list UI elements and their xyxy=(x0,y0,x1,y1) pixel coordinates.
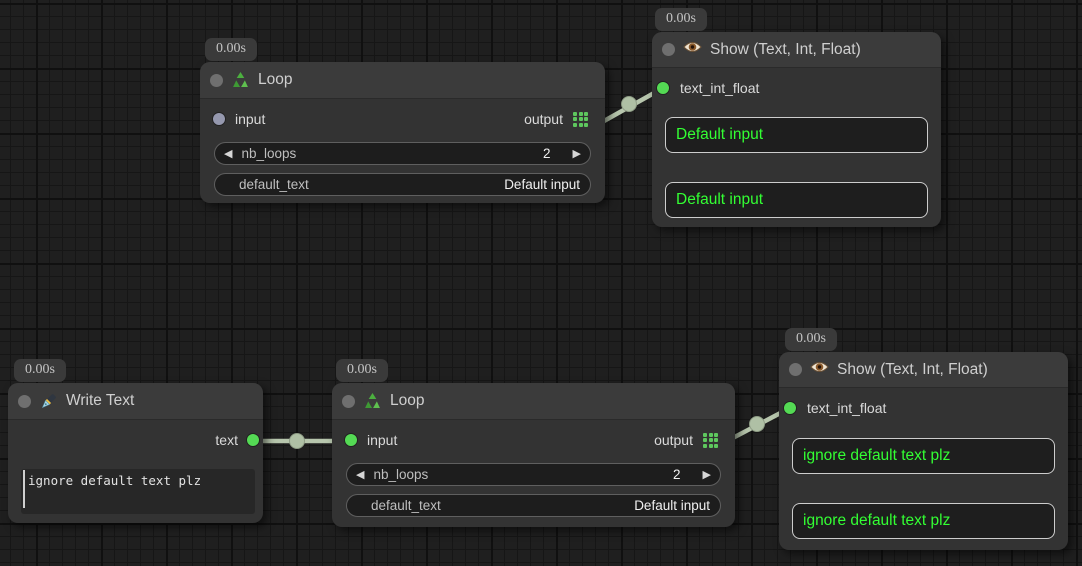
input-slot-dot[interactable] xyxy=(345,434,357,446)
eye-icon xyxy=(683,40,702,59)
output-slot-dot[interactable] xyxy=(247,434,259,446)
widget-value: Default input xyxy=(504,177,580,192)
recycle-icon xyxy=(363,392,382,411)
default-text-widget[interactable]: default_text Default input xyxy=(214,173,591,196)
eye-icon xyxy=(810,360,829,379)
reroute-dot xyxy=(749,416,765,432)
exec-time-badge: 0.00s xyxy=(336,359,388,382)
node-title: Write Text xyxy=(66,392,135,409)
exec-time-badge: 0.00s xyxy=(785,328,837,351)
nb-loops-number-widget[interactable]: ◀ nb_loops 2 ▶ xyxy=(346,463,721,486)
output-slot-label: text xyxy=(215,432,238,448)
display-text-box[interactable]: ignore default text plz xyxy=(792,503,1055,539)
text-input[interactable]: ignore default text plz xyxy=(21,469,255,514)
reroute-dot xyxy=(621,96,637,112)
output-slot-label: output xyxy=(524,111,563,127)
reroute-dot xyxy=(289,433,305,449)
collapse-dot[interactable] xyxy=(662,43,675,56)
widget-value: 2 xyxy=(673,467,681,482)
node-loop-top[interactable]: 0.00s Loop input output xyxy=(200,38,605,203)
input-slot-dot[interactable] xyxy=(784,402,796,414)
collapse-dot[interactable] xyxy=(789,363,802,376)
node-loop-bottom[interactable]: 0.00s Loop input output xyxy=(332,359,735,527)
exec-time-badge: 0.00s xyxy=(655,8,707,31)
node-title: Show (Text, Int, Float) xyxy=(837,360,988,378)
input-slot-label: text_int_float xyxy=(680,80,760,96)
node-title-bar[interactable]: Show (Text, Int, Float) xyxy=(779,352,1068,388)
multi-output-grid-icon[interactable] xyxy=(703,432,718,448)
nb-loops-number-widget[interactable]: ◀ nb_loops 2 ▶ xyxy=(214,142,591,165)
text-caret xyxy=(23,470,25,508)
multi-output-grid-icon[interactable] xyxy=(573,111,588,127)
collapse-dot[interactable] xyxy=(342,394,355,408)
input-slot-label: text_int_float xyxy=(807,400,887,416)
display-text-box[interactable]: Default input xyxy=(665,182,928,218)
node-title-bar[interactable]: Show (Text, Int, Float) xyxy=(652,32,941,68)
input-slot-dot[interactable] xyxy=(213,113,225,125)
text-input-value: ignore default text plz xyxy=(28,473,202,488)
recycle-icon xyxy=(231,71,250,90)
display-text-box[interactable]: ignore default text plz xyxy=(792,438,1055,474)
node-title-bar[interactable]: Write Text xyxy=(8,383,263,420)
node-title-bar[interactable]: Loop xyxy=(332,383,735,420)
widget-label: default_text xyxy=(371,498,441,513)
input-slot-label: input xyxy=(367,432,398,448)
node-title-bar[interactable]: Loop xyxy=(200,62,605,99)
node-title: Loop xyxy=(390,392,425,409)
widget-value: Default input xyxy=(634,498,710,513)
widget-label: default_text xyxy=(239,177,309,192)
decrement-arrow-icon[interactable]: ◀ xyxy=(224,147,233,160)
input-slot-label: input xyxy=(235,111,266,127)
display-text-box[interactable]: Default input xyxy=(665,117,928,153)
input-slot-dot[interactable] xyxy=(657,82,669,94)
default-text-widget[interactable]: default_text Default input xyxy=(346,494,721,517)
collapse-dot[interactable] xyxy=(18,394,31,408)
node-title: Show (Text, Int, Float) xyxy=(710,40,861,58)
widget-label: nb_loops xyxy=(373,467,429,482)
decrement-arrow-icon[interactable]: ◀ xyxy=(356,468,365,481)
node-write-text[interactable]: 0.00s Write Text text ignore default tex… xyxy=(8,359,263,523)
increment-arrow-icon[interactable]: ▶ xyxy=(702,468,711,481)
exec-time-badge: 0.00s xyxy=(14,359,66,382)
node-show-bottom[interactable]: 0.00s Show (Text, Int, Float) text_int_f… xyxy=(779,328,1068,550)
collapse-dot[interactable] xyxy=(210,73,223,87)
widget-value: 2 xyxy=(543,146,551,161)
increment-arrow-icon[interactable]: ▶ xyxy=(572,147,581,160)
pen-icon xyxy=(39,392,58,411)
node-title: Loop xyxy=(258,71,293,88)
wire-write-text-to-loop-bottom[interactable] xyxy=(250,433,344,449)
exec-time-badge: 0.00s xyxy=(205,38,257,61)
widget-label: nb_loops xyxy=(241,146,297,161)
output-slot-label: output xyxy=(654,432,693,448)
node-show-top[interactable]: 0.00s Show (Text, Int, Float) text_int_f… xyxy=(652,8,941,227)
